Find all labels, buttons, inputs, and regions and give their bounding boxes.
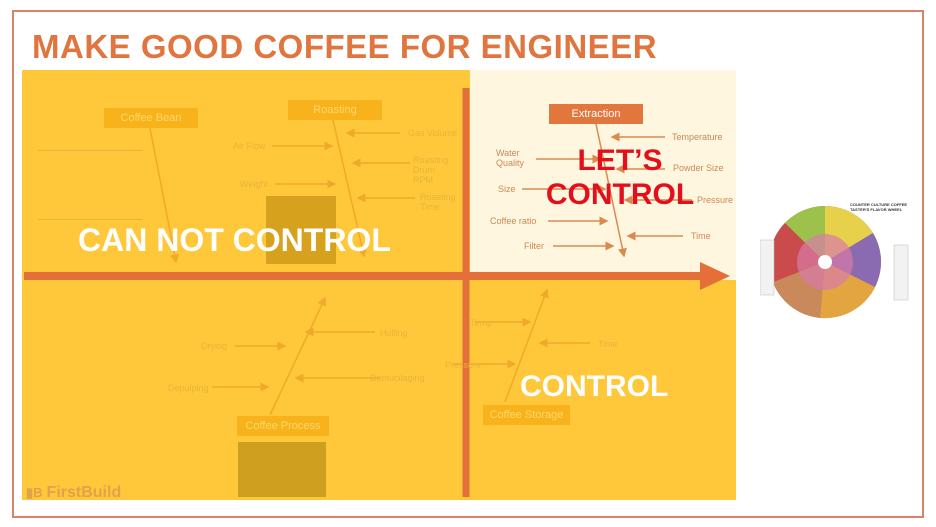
factor-label: Pressure <box>697 195 734 205</box>
factor-label: Roasting Time <box>420 192 456 212</box>
factor-label: Weight <box>240 179 268 189</box>
control-label: CONTROL <box>520 370 669 403</box>
factor-label: Roasting Drum RPM <box>413 155 449 185</box>
flavor-wheel-brand: COUNTER CULTURE COFFEE <box>850 202 908 207</box>
factor-label: Demucilaging <box>370 373 425 383</box>
coffee-process-image <box>238 442 326 497</box>
flavor-wheel-heading: TASTER'S FLAVOR WHEEL <box>850 207 903 212</box>
category-coffee-process: Coffee Process <box>237 416 329 436</box>
category-coffee-bean: Coffee Bean <box>104 108 198 128</box>
factor-label: Powder Size <box>673 163 724 173</box>
factor-label: Coffee ratio <box>490 216 537 226</box>
category-roasting: Roasting <box>288 100 382 120</box>
factor-label: Time <box>691 231 711 241</box>
category-extraction: Extraction <box>549 104 643 124</box>
roasted-bean-image <box>266 196 336 264</box>
factor-label: Depulping <box>168 383 209 393</box>
quadrant-bottom-right <box>470 280 736 500</box>
factor-label: Temp <box>470 318 493 328</box>
category-coffee-storage: Coffee Storage <box>483 405 570 425</box>
factor-label: Pressure <box>445 360 482 370</box>
firstbuild-logo-icon: ▮B <box>26 485 43 500</box>
factor-label: Temperature <box>672 132 723 142</box>
slide-frame <box>12 10 924 518</box>
slide-title: MAKE GOOD COFFEE FOR ENGINEER <box>32 28 658 65</box>
lets-control-label: LET’S CONTROL <box>545 144 695 211</box>
factor-label: Size <box>498 184 516 194</box>
can-not-control-label: CAN NOT CONTROL <box>78 222 391 258</box>
factor-label: Gas Volume <box>408 128 458 138</box>
coffee-bean-table <box>38 150 142 220</box>
flavor-wheel-image <box>760 205 909 319</box>
factor-label: Hulling <box>380 328 408 338</box>
factor-label: Water Quality <box>496 148 525 168</box>
factor-label: Air Flow <box>233 141 266 151</box>
factor-label: Drying <box>201 341 228 351</box>
logo-text: FirstBuild <box>46 484 122 501</box>
factor-label: Filter <box>524 241 544 251</box>
factor-label: Time <box>598 339 618 349</box>
